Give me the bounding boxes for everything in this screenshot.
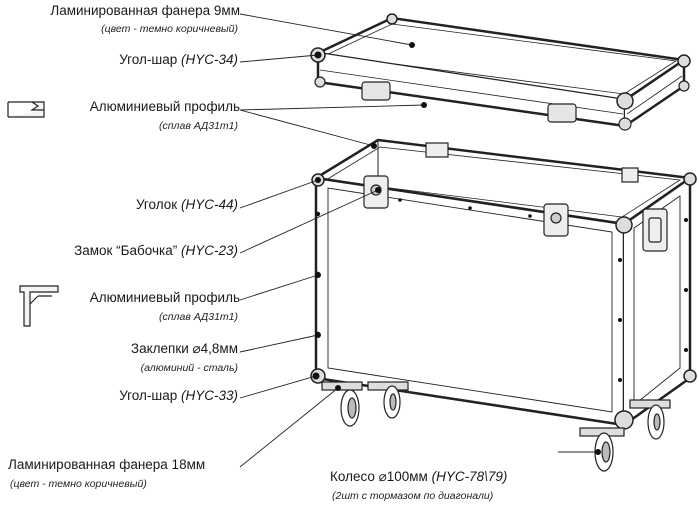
ball-corner-top-code: (HYC-34) xyxy=(180,52,238,67)
ball-corner-bottom-name: Угол-шар xyxy=(119,388,178,403)
note-aluminium-profile-1: (сплав АД31т1) xyxy=(159,120,238,132)
corner-piece-code: (HYC-44) xyxy=(180,197,238,212)
note-plywood-9mm: (цвет - темно коричневый) xyxy=(101,23,238,35)
case-lid xyxy=(310,13,691,131)
label-wheel: Колесо ⌀100мм (HYC-78\79) xyxy=(330,469,507,485)
label-butterfly-lock: Замок “Бабочка” (HYC-23) xyxy=(74,243,238,259)
label-aluminium-profile-1: Алюминиевый профиль xyxy=(89,99,240,114)
note-rivets: (алюминий - сталь) xyxy=(140,362,238,374)
caster-back-right xyxy=(629,399,671,440)
case-body xyxy=(310,138,697,430)
label-plywood-18mm: Ламинированная фанера 18мм xyxy=(8,457,206,472)
label-ball-corner-bottom: Угол-шар (HYC-33) xyxy=(119,388,238,404)
note-wheel: (2шт с тормазом по диагонали) xyxy=(332,490,494,502)
casters xyxy=(321,381,671,472)
wheel-name: Колесо ⌀100мм xyxy=(330,469,428,484)
label-ball-corner-top: Угол-шар (HYC-34) xyxy=(119,52,238,68)
label-aluminium-profile-2: Алюминиевый профиль xyxy=(89,290,240,305)
note-plywood-18mm: (цвет - темно коричневый) xyxy=(10,478,147,490)
caster-front-left xyxy=(321,381,363,427)
butterfly-lock-name: Замок “Бабочка” xyxy=(74,243,178,258)
note-aluminium-profile-2: (сплав АД31т1) xyxy=(159,311,238,323)
caster-back-left xyxy=(367,381,409,419)
label-plywood-9mm: Ламинированная фанера 9мм xyxy=(50,3,240,18)
leader-lines xyxy=(239,13,598,468)
label-rivets: Заклепки ⌀4,8мм xyxy=(130,341,238,356)
corner-piece-name: Уголок xyxy=(135,197,178,212)
ball-corner-top-name: Угол-шар xyxy=(119,52,178,67)
wheel-code: (HYC-78\79) xyxy=(431,469,508,484)
butterfly-lock-code: (HYC-23) xyxy=(180,243,238,258)
caster-front-right xyxy=(579,427,625,472)
ball-corner-bottom-code: (HYC-33) xyxy=(180,388,238,403)
label-corner-piece: Уголок (HYC-44) xyxy=(136,197,238,213)
leader-dots xyxy=(312,42,601,455)
profile-section-icon-2 xyxy=(19,285,59,327)
profile-section-icon-1 xyxy=(7,101,45,118)
